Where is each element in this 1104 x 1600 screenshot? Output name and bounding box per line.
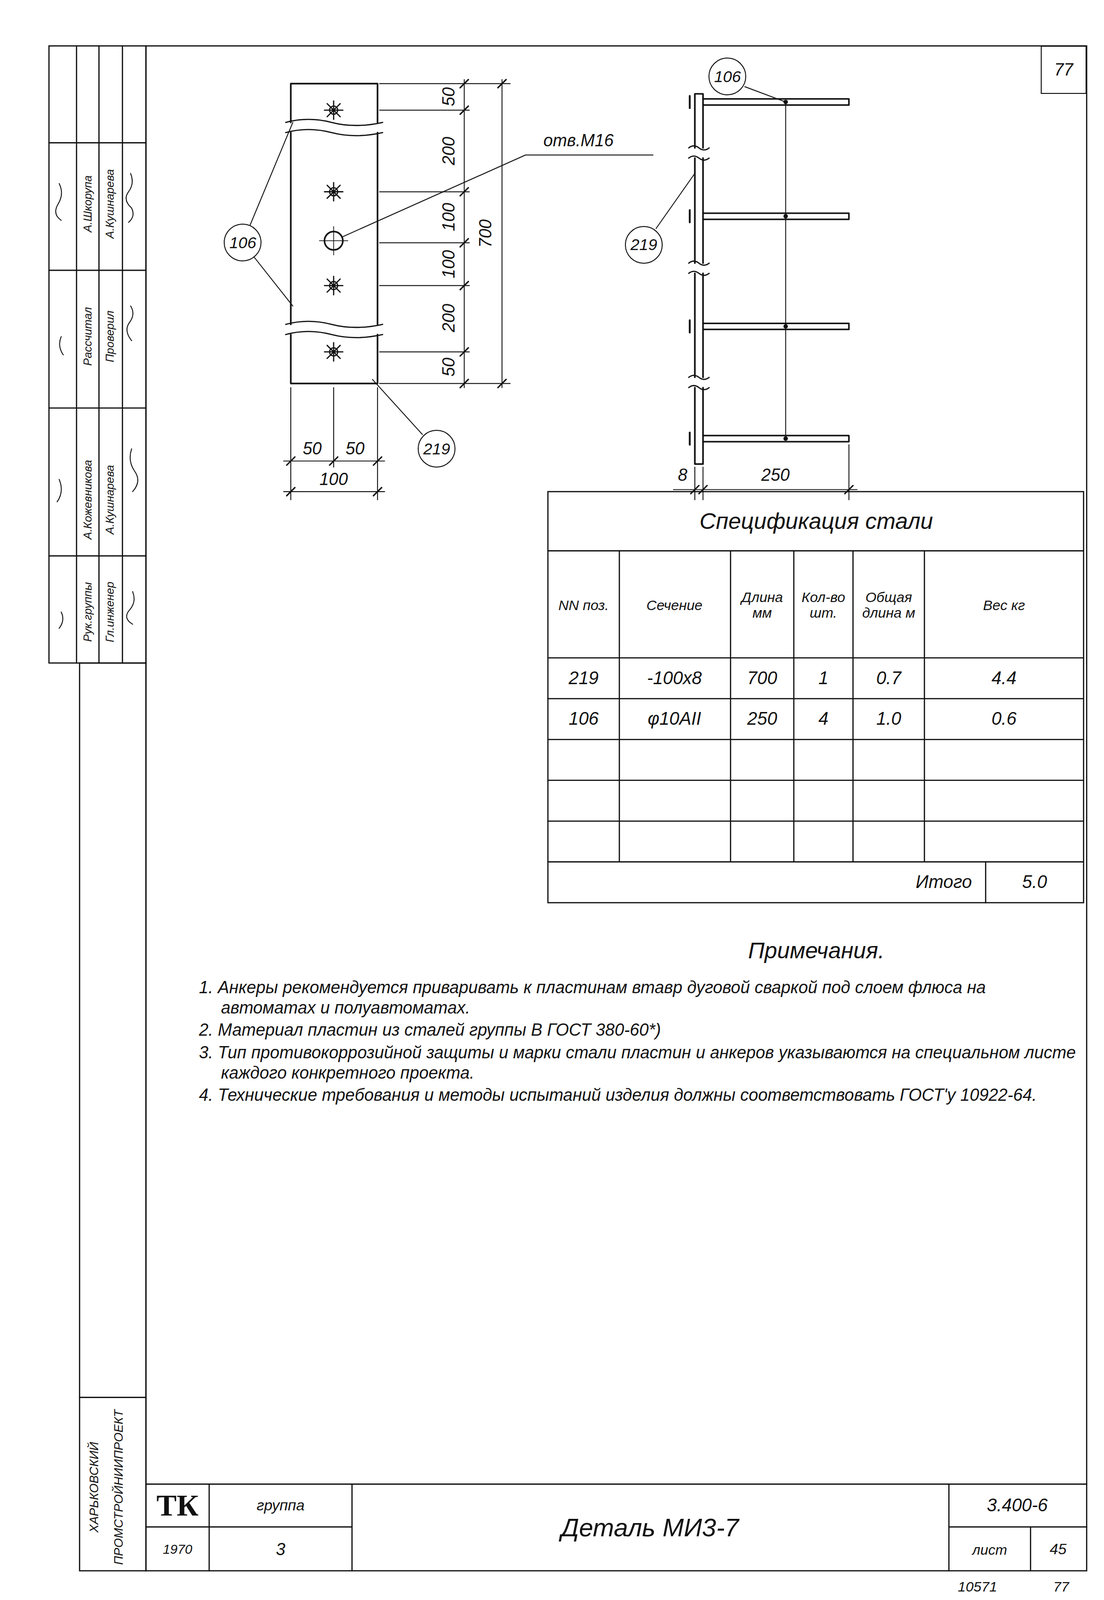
node-text: 106 bbox=[229, 233, 257, 253]
dimension-text: 50 bbox=[439, 357, 459, 377]
table-title: Спецификация стали bbox=[699, 508, 934, 534]
plate-front-view bbox=[285, 83, 383, 384]
table-header: Сечение bbox=[622, 597, 728, 613]
title-block-text: лист bbox=[972, 1542, 1008, 1558]
node-text: 219 bbox=[423, 439, 451, 459]
table-cell: 0.7 bbox=[876, 668, 902, 689]
table-header: Кол-во шт. bbox=[796, 589, 850, 621]
dimension-text: 200 bbox=[439, 136, 459, 166]
plate-side-view bbox=[656, 86, 858, 501]
stamp-text: Проверил bbox=[103, 311, 117, 363]
table-cell: -100х8 bbox=[647, 668, 702, 689]
dimension-text: 50 bbox=[439, 87, 459, 107]
archive-number: 10571 bbox=[957, 1578, 997, 1595]
table-cell: 4.4 bbox=[991, 668, 1017, 689]
table-header: NN поз. bbox=[550, 597, 616, 613]
callout-number: 106 bbox=[223, 223, 262, 262]
dimension-text: 50 bbox=[302, 439, 322, 459]
note-text: 1. Анкеры рекомендуется приваривать к пл… bbox=[199, 977, 1079, 1019]
table-cell: Итого bbox=[915, 872, 972, 893]
dimension-lines bbox=[283, 79, 511, 501]
stamp-text: А.Кожевникова bbox=[81, 460, 94, 540]
dimension-text: 50 bbox=[345, 439, 365, 459]
table-header: Общая длина м bbox=[856, 589, 922, 621]
notes-block: 1. Анкеры рекомендуется приваривать к пл… bbox=[199, 977, 1079, 1108]
table-cell: 700 bbox=[747, 668, 777, 689]
dimension-text: 200 bbox=[439, 303, 459, 333]
callout-number: 219 bbox=[624, 226, 663, 264]
dimension-text: 8 bbox=[677, 466, 688, 486]
table-cell: 5.0 bbox=[1022, 872, 1048, 893]
stamp-text: Рук.группы bbox=[81, 582, 94, 642]
table-header: Вес кг bbox=[927, 597, 1081, 613]
node-text: 106 bbox=[714, 67, 742, 86]
stamp-text: Гл.инженер bbox=[103, 581, 117, 643]
node-text: 77 bbox=[1054, 59, 1074, 80]
title-block-text: группа bbox=[256, 1497, 305, 1515]
title-block-text: 45 bbox=[1049, 1541, 1067, 1559]
table-cell: 0.6 bbox=[991, 709, 1017, 730]
spec-table-grid bbox=[547, 491, 1084, 903]
stamp-text: А.Кушнарева bbox=[103, 465, 117, 535]
dimension-text: 100 bbox=[439, 202, 459, 232]
note-text: 4. Технические требования и методы испыт… bbox=[199, 1085, 1079, 1106]
dimension-text: 100 bbox=[319, 470, 348, 489]
note-text: 3. Тип противокоррозийной защиты и марки… bbox=[199, 1042, 1079, 1084]
title-block-text: 3 bbox=[275, 1540, 286, 1560]
note-text: 2. Материал пластин из сталей группы В Г… bbox=[199, 1019, 1079, 1041]
node-text: 219 bbox=[630, 235, 658, 254]
table-header: Длина мм bbox=[733, 589, 791, 621]
stamp-text: А.Шкорупа bbox=[81, 175, 94, 233]
callout-number: 219 bbox=[417, 429, 456, 468]
drawing-title: Деталь МИ3-7 bbox=[561, 1514, 740, 1543]
table-cell: 1.0 bbox=[876, 709, 902, 730]
table-cell: 250 bbox=[747, 709, 777, 730]
stamp-text: Рассчитал bbox=[81, 307, 94, 367]
stamp-text: ХАРЬКОВСКИЙ bbox=[87, 1442, 102, 1534]
sheet-frame bbox=[145, 45, 1087, 1572]
title-block-text: 3.400-6 bbox=[986, 1496, 1048, 1517]
callout-text: отв.М16 bbox=[543, 131, 614, 151]
callout-number: 106 bbox=[708, 57, 747, 96]
sheet-number-box: 77 bbox=[1040, 45, 1087, 94]
dimension-text: 250 bbox=[761, 466, 790, 486]
table-cell: 4 bbox=[818, 709, 829, 730]
archive-number: 77 bbox=[1053, 1578, 1070, 1595]
notes-heading: Примечания. bbox=[748, 938, 885, 964]
dimension-text: 100 bbox=[439, 250, 459, 279]
sheet-lines bbox=[49, 45, 1087, 1572]
dimension-text: 700 bbox=[476, 219, 496, 248]
table-cell: φ10АII bbox=[647, 709, 702, 730]
leader-lines bbox=[250, 122, 654, 435]
table-cell: 106 bbox=[568, 709, 599, 730]
table-cell: 219 bbox=[568, 668, 599, 689]
stamp-text: ПРОМСТРОЙНИИПРОЕКТ bbox=[111, 1409, 126, 1566]
stamp-column bbox=[49, 45, 146, 1572]
title-block-text: 1970 bbox=[162, 1542, 193, 1558]
stamp-text: А.Кушнарева bbox=[103, 169, 117, 239]
title-block-lines bbox=[145, 1484, 1087, 1572]
title-block-text: ТК bbox=[156, 1489, 199, 1523]
table-cell: 1 bbox=[818, 668, 829, 689]
